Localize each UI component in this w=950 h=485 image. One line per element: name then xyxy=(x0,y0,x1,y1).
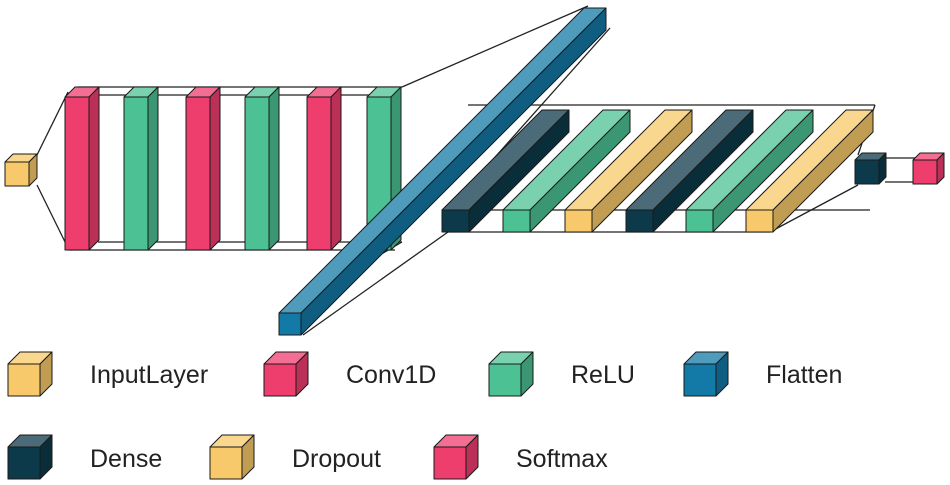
legend-item-flatten: Flatten xyxy=(683,351,842,397)
legend-label-dropout: Dropout xyxy=(292,445,381,473)
legend-label-dense: Dense xyxy=(90,445,162,473)
legend-swatch-softmax xyxy=(433,434,479,480)
layer-flatten-block-front xyxy=(278,312,302,336)
layer-inputlayer-block xyxy=(4,153,38,187)
legend-swatch-conv1d xyxy=(263,351,309,397)
connector-flatten-dense-bottom xyxy=(302,231,449,336)
layer-relu-block-5-front xyxy=(685,209,714,233)
layer-relu-block-4-front xyxy=(244,96,270,251)
connector-input-bottom xyxy=(36,184,69,249)
legend-label-conv1d: Conv1D xyxy=(346,361,436,389)
layer-dropout-block-3 xyxy=(564,109,693,233)
layer-dense-block-out xyxy=(854,152,887,185)
layer-relu-block-4-side xyxy=(268,86,280,251)
layer-softmax-block xyxy=(912,152,945,185)
layer-dropout-block-3-front xyxy=(564,209,593,233)
layer-dropout-block-6-front xyxy=(745,209,774,233)
layer-conv1d-block-1-front xyxy=(64,96,90,251)
legend-swatch-dropout-front xyxy=(209,446,243,480)
layer-conv1d-block-3-front xyxy=(185,96,211,251)
layer-softmax-block-front xyxy=(912,159,938,185)
legend-swatch-dense-front xyxy=(7,446,41,480)
legend-label-relu: ReLU xyxy=(571,361,635,389)
layer-conv1d-block-5-front xyxy=(306,96,332,251)
layer-conv1d-block-3-side xyxy=(209,86,221,251)
legend-item-dense: Dense xyxy=(7,434,162,480)
legend-swatch-inputlayer xyxy=(7,351,53,397)
legend-swatch-relu-front xyxy=(488,363,522,397)
legend-label-inputlayer: InputLayer xyxy=(90,361,208,389)
layer-conv1d-block-5 xyxy=(306,86,342,251)
legend-item-relu: ReLU xyxy=(488,351,635,397)
legend-swatch-dense xyxy=(7,434,53,480)
layer-relu-block-2 xyxy=(502,109,631,233)
legend-swatch-flatten-front xyxy=(683,363,717,397)
legend: InputLayer Conv1D ReLU Flatten Dense Dro… xyxy=(7,351,842,480)
layer-inputlayer-block-front xyxy=(4,161,30,187)
legend-swatch-inputlayer-front xyxy=(7,363,41,397)
legend-swatch-dropout xyxy=(209,434,255,480)
legend-item-inputlayer: InputLayer xyxy=(7,351,208,397)
layer-dense-block-4-front xyxy=(625,209,654,233)
layer-dense-block-out-front xyxy=(854,159,880,185)
layer-conv1d-block-1-side xyxy=(88,86,100,251)
legend-label-flatten: Flatten xyxy=(766,361,842,389)
layer-dense-block-4 xyxy=(625,109,754,233)
layer-dropout-block-6 xyxy=(745,109,874,233)
layer-relu-block-2-front xyxy=(123,96,149,251)
layer-dense-block-1 xyxy=(441,109,570,233)
layer-relu-block-5 xyxy=(685,109,814,233)
legend-swatch-conv1d-front xyxy=(263,363,297,397)
layer-blocks xyxy=(4,7,945,336)
legend-swatch-softmax-front xyxy=(433,446,467,480)
layer-relu-block-2-front xyxy=(502,209,531,233)
layer-relu-block-4 xyxy=(244,86,280,251)
connector-lines xyxy=(36,5,915,336)
legend-item-conv1d: Conv1D xyxy=(263,351,436,397)
layer-relu-block-2 xyxy=(123,86,159,251)
layer-flatten-block xyxy=(278,7,607,336)
connector-conv-flatten-top xyxy=(401,5,589,88)
connector-input-top xyxy=(36,91,69,156)
layer-conv1d-block-1 xyxy=(64,86,100,251)
legend-item-dropout: Dropout xyxy=(209,434,381,480)
legend-label-softmax: Softmax xyxy=(516,445,608,473)
layer-conv1d-block-3 xyxy=(185,86,221,251)
layer-dense-block-1-front xyxy=(441,209,470,233)
legend-item-softmax: Softmax xyxy=(433,434,608,480)
connector-dense-out-bottom xyxy=(769,184,859,233)
legend-swatch-relu xyxy=(488,351,534,397)
legend-swatch-flatten xyxy=(683,351,729,397)
layer-conv1d-block-5-side xyxy=(330,86,342,251)
layer-relu-block-2-side xyxy=(147,86,159,251)
